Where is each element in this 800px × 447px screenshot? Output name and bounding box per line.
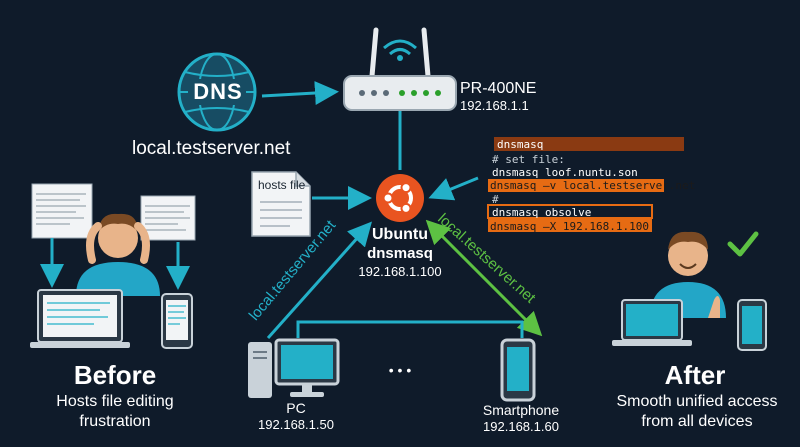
terminal-line: # set file: — [492, 153, 565, 166]
router-name: PR-400NE — [460, 80, 537, 97]
terminal-line: dnsmasq obsolve — [492, 206, 592, 219]
dns-globe-icon — [177, 52, 257, 132]
pc-icon — [248, 338, 340, 398]
pc-ip: 192.168.1.50 — [258, 417, 334, 432]
smartphone-icon — [500, 338, 536, 402]
before-title: Before — [73, 360, 157, 390]
terminal-line: dnsmasq — [497, 138, 544, 151]
server-smartphone-arrow — [425, 219, 543, 337]
smartphone-ip: 192.168.1.60 — [483, 419, 559, 434]
after-title: After — [664, 360, 726, 390]
after-scene — [612, 231, 767, 351]
terminal-line: dnsmasq loof.nuntu.son — [492, 166, 638, 179]
device-bus-line — [296, 320, 524, 338]
server-ip: 192.168.1.100 — [358, 264, 442, 279]
server-name: Ubuntu — [372, 226, 428, 243]
hosts-file-label: hosts file — [258, 178, 306, 192]
ellipsis: • • • — [388, 362, 412, 378]
terminal-line: dnsmasq –v local.testserver.net — [490, 179, 696, 192]
terminal-line: dnsmasq –X 192.168.1.100 — [490, 220, 649, 233]
before-caption-line1: Hosts file editing — [56, 393, 174, 410]
server-service: dnsmasq — [367, 245, 433, 262]
before-caption-line2: frustration — [79, 413, 151, 430]
after-caption-line2: from all devices — [641, 413, 753, 430]
dns-domain: local.testserver.net — [132, 138, 291, 159]
dns-to-router-arrow — [261, 81, 339, 105]
terminal-line: # — [492, 193, 499, 206]
terminal-to-server-arrow — [428, 176, 479, 201]
dns-label: DNS — [193, 79, 243, 104]
router-icon — [343, 27, 457, 111]
after-caption-line1: Smooth unified access — [616, 393, 778, 410]
smartphone-label: Smartphone — [482, 402, 560, 418]
hosts-file-icon — [251, 171, 311, 237]
check-icon — [727, 231, 759, 257]
router-ip: 192.168.1.1 — [460, 98, 529, 113]
frustrated-person-icon — [76, 262, 160, 296]
ubuntu-logo-icon — [376, 174, 424, 222]
before-scene — [30, 183, 196, 349]
terminal-panel — [487, 137, 684, 232]
connections — [261, 81, 543, 339]
pc-to-server-arrow — [266, 221, 372, 339]
pc-label: PC — [286, 400, 306, 416]
